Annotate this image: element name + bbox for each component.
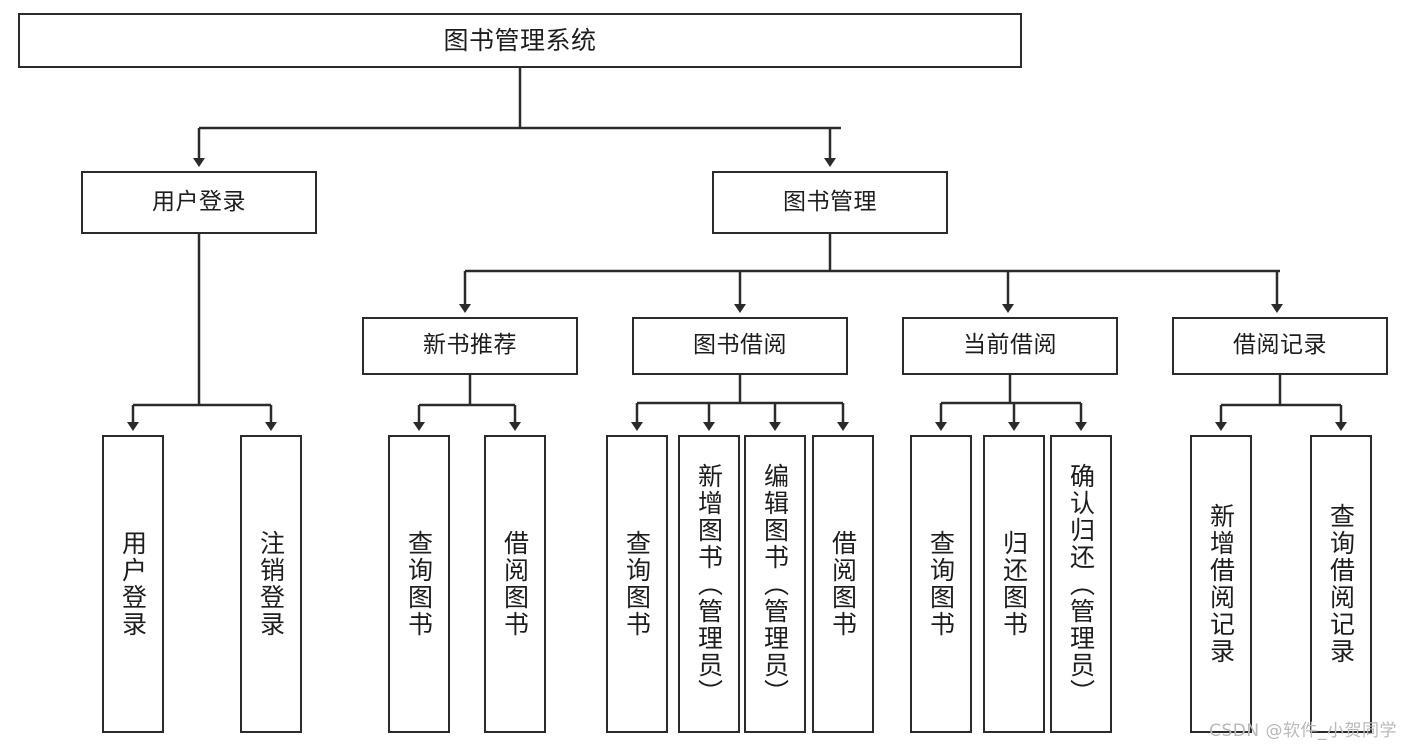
node-label: 图书管理 — [783, 188, 877, 215]
node-label: 查询图书 — [404, 530, 434, 638]
node-borrow-record[interactable]: 借阅记录 — [1172, 317, 1388, 375]
leaf-add-book-admin[interactable]: 新增图书（管理员） — [678, 435, 740, 733]
node-label: 确认归还（管理员） — [1066, 462, 1096, 706]
node-label: 借阅图书 — [828, 530, 858, 638]
node-label: 借阅图书 — [500, 530, 530, 638]
leaf-user-logout[interactable]: 注销登录 — [240, 435, 302, 733]
leaf-query-book-borrow[interactable]: 查询图书 — [606, 435, 668, 733]
node-label: 新增图书（管理员） — [694, 462, 724, 706]
node-label: 查询图书 — [622, 530, 652, 638]
node-book-management[interactable]: 图书管理 — [712, 171, 948, 234]
node-label: 当前借阅 — [963, 332, 1057, 359]
leaf-query-book-recommend[interactable]: 查询图书 — [388, 435, 450, 733]
node-user-login[interactable]: 用户登录 — [81, 171, 317, 234]
node-label: 归还图书 — [999, 530, 1029, 638]
leaf-user-login[interactable]: 用户登录 — [102, 435, 164, 733]
connector-newbook-to-leaves — [413, 375, 521, 431]
leaf-borrow-book-recommend[interactable]: 借阅图书 — [484, 435, 546, 733]
connector-record-to-leaves — [1215, 375, 1347, 431]
node-label: 查询借阅记录 — [1326, 503, 1356, 665]
connector-userlogin-to-leaves — [127, 234, 277, 431]
connector-bookmgmt-to-level3 — [459, 234, 1283, 313]
node-label: 用户登录 — [118, 530, 148, 638]
node-label: 新增借阅记录 — [1206, 503, 1236, 665]
node-new-book-recommend[interactable]: 新书推荐 — [362, 317, 578, 375]
node-label: 借阅记录 — [1233, 332, 1327, 359]
leaf-edit-book-admin[interactable]: 编辑图书（管理员） — [744, 435, 806, 733]
node-label: 新书推荐 — [423, 332, 517, 359]
node-label: 图书借阅 — [693, 332, 787, 359]
node-book-borrow[interactable]: 图书借阅 — [632, 317, 848, 375]
node-label: 用户登录 — [152, 188, 246, 215]
connector-current-to-leaves — [935, 375, 1087, 431]
leaf-borrow-book[interactable]: 借阅图书 — [812, 435, 874, 733]
connector-root-to-level2 — [193, 68, 841, 167]
leaf-return-book[interactable]: 归还图书 — [983, 435, 1045, 733]
node-root-system[interactable]: 图书管理系统 — [18, 13, 1022, 68]
node-label: 查询图书 — [926, 530, 956, 638]
connector-borrow-to-leaves — [631, 375, 849, 431]
leaf-add-borrow-record[interactable]: 新增借阅记录 — [1190, 435, 1252, 733]
leaf-confirm-return-admin[interactable]: 确认归还（管理员） — [1050, 435, 1112, 733]
node-current-borrow[interactable]: 当前借阅 — [902, 317, 1118, 375]
node-label: 编辑图书（管理员） — [760, 462, 790, 706]
node-label: 图书管理系统 — [443, 25, 597, 55]
leaf-query-borrow-record[interactable]: 查询借阅记录 — [1310, 435, 1372, 733]
leaf-query-book-current[interactable]: 查询图书 — [910, 435, 972, 733]
node-label: 注销登录 — [256, 530, 286, 638]
